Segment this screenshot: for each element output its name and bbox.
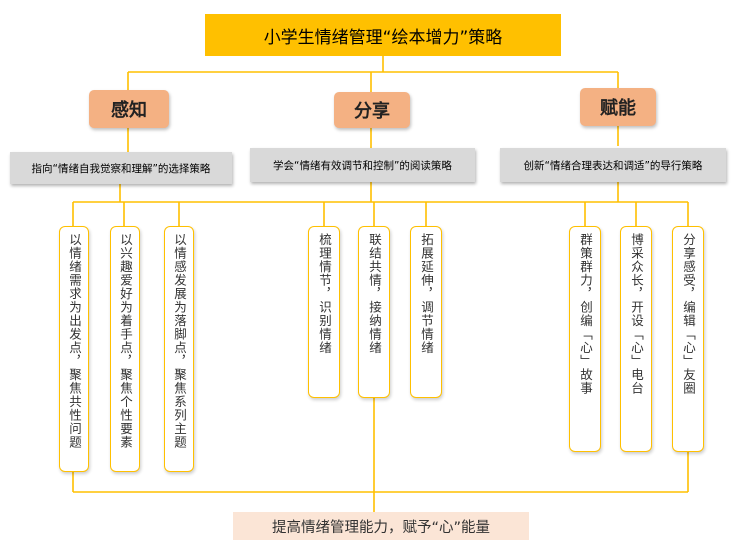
item-text: 群策群力，创编「心」故事 bbox=[578, 233, 593, 395]
strategy-sharing: 学会“情绪有效调节和控制”的阅读策略 bbox=[250, 148, 475, 182]
strategy-empowerment: 创新“情绪合理表达和调适”的导行策略 bbox=[500, 148, 726, 182]
item-empowerment-2: 博采众长，开设「心」电台 bbox=[620, 226, 652, 452]
diagram-title: 小学生情绪管理“绘本增力”策略 bbox=[205, 14, 561, 56]
item-sharing-2: 联结共情，接纳情绪 bbox=[358, 226, 390, 398]
item-text: 拓展延伸，调节情绪 bbox=[419, 233, 434, 355]
category-perception: 感知 bbox=[89, 90, 169, 128]
item-sharing-3: 拓展延伸，调节情绪 bbox=[410, 226, 442, 398]
item-text: 以情感发展为落脚点，聚焦系列主题 bbox=[172, 233, 187, 449]
goal-box: 提高情绪管理能力，赋予“心”能量 bbox=[233, 512, 529, 540]
item-text: 联结共情，接纳情绪 bbox=[367, 233, 382, 355]
category-empowerment: 赋能 bbox=[580, 88, 656, 126]
item-perception-3: 以情感发展为落脚点，聚焦系列主题 bbox=[164, 226, 194, 472]
item-text: 分享感受，编辑「心」友圈 bbox=[681, 233, 696, 395]
item-perception-1: 以情绪需求为出发点，聚焦共性问题 bbox=[59, 226, 89, 472]
item-text: 以兴趣爱好为着手点，聚焦个性要素 bbox=[118, 233, 133, 449]
item-perception-2: 以兴趣爱好为着手点，聚焦个性要素 bbox=[110, 226, 140, 472]
item-text: 以情绪需求为出发点，聚焦共性问题 bbox=[67, 233, 82, 449]
item-sharing-1: 梳理情节，识别情绪 bbox=[308, 226, 340, 398]
strategy-perception: 指向“情绪自我觉察和理解”的选择策略 bbox=[10, 152, 232, 184]
item-empowerment-3: 分享感受，编辑「心」友圈 bbox=[672, 226, 704, 452]
item-text: 博采众长，开设「心」电台 bbox=[629, 233, 644, 395]
item-empowerment-1: 群策群力，创编「心」故事 bbox=[569, 226, 601, 452]
category-sharing: 分享 bbox=[334, 92, 410, 128]
item-text: 梳理情节，识别情绪 bbox=[317, 233, 332, 355]
